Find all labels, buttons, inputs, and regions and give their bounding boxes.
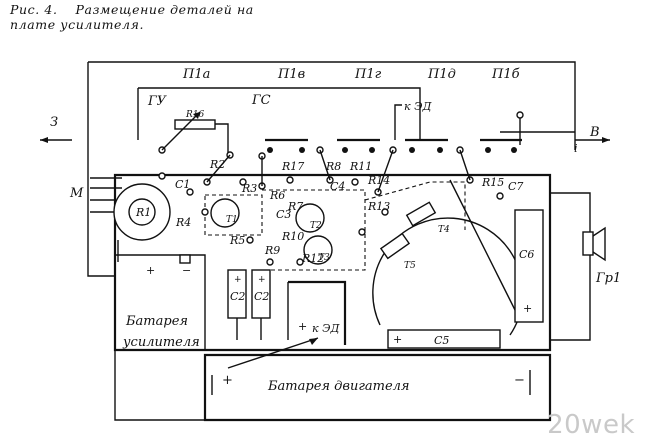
svg-text:+: + <box>258 275 266 285</box>
svg-text:+: + <box>523 302 532 315</box>
motor-minus: − <box>182 264 191 277</box>
figure-number: Рис. 4. <box>10 2 58 17</box>
label-c2a: C2 <box>230 290 245 303</box>
label-t2: T2 <box>310 221 322 231</box>
board-outline <box>113 173 552 352</box>
output-jack: + к ЭД <box>227 280 347 369</box>
battery-amp-line1: Батарея <box>125 314 188 329</box>
switch-label-p1g: П1г <box>354 67 382 82</box>
label-r7: R7 <box>287 200 303 213</box>
top-wiring <box>87 61 576 277</box>
label-c3: C3 <box>276 208 291 221</box>
battery-motor: Батарея двигателя + − <box>114 350 552 422</box>
label-t5: T5 <box>404 261 416 271</box>
arrows <box>40 137 610 143</box>
potentiometer-r16: R16 <box>161 110 229 155</box>
label-r2: R2 <box>209 158 225 171</box>
switch-label-group: П1а П1в П1г П1д П1б <box>182 67 520 82</box>
cap-c5 <box>387 329 501 349</box>
motor-plus: + <box>146 264 155 277</box>
label-gu: ГУ <box>147 94 168 109</box>
capacitors: + + C2 C2 + C5 C6 + <box>227 209 544 349</box>
speaker-gr1 <box>550 192 606 341</box>
motor-m: R1 + − <box>90 177 191 277</box>
label-c6: C6 <box>519 248 534 261</box>
label-i: i <box>574 142 578 155</box>
switch-label-p1b: П1б <box>491 67 520 82</box>
terminal-points <box>158 149 504 266</box>
label-c1: C1 <box>175 178 190 191</box>
battery-motor-label: Батарея двигателя <box>267 379 410 394</box>
label-r17: R17 <box>281 160 304 173</box>
label-m: М <box>69 186 84 201</box>
battery-motor-plus: + <box>222 373 233 388</box>
label-arrow-v: В <box>589 125 600 140</box>
component-labels: C1 R2 R3 R4 R5 R6 R7 R8 R9 R10 R11 R12 R… <box>175 158 523 265</box>
svg-text:+: + <box>298 320 307 333</box>
cap-c6 <box>514 209 544 323</box>
label-t4: T4 <box>438 225 450 235</box>
transistors: T1 T2 T3 <box>204 181 466 271</box>
switch-label-p1a: П1а <box>182 67 210 82</box>
caption-line-1: Рис. 4. Размещение деталей на <box>10 2 330 17</box>
label-r14: R14 <box>367 174 390 187</box>
label-r9: R9 <box>264 244 280 257</box>
label-r3: R3 <box>241 182 257 195</box>
label-r12: R12 <box>301 252 324 265</box>
watermark: 20wek <box>547 410 635 440</box>
battery-motor-minus: − <box>514 373 525 388</box>
label-r11: R11 <box>349 160 372 173</box>
caption-title: Размещение деталей на <box>75 2 254 17</box>
label-r10: R10 <box>281 230 304 243</box>
label-arrow-z: З <box>50 115 58 130</box>
figure-caption: Рис. 4. Размещение деталей на плате усили… <box>10 2 330 32</box>
label-c4: C4 <box>330 180 345 193</box>
battery-amplifier: Батарея усилителя <box>122 314 200 350</box>
label-gr1: Гр1 <box>595 271 621 286</box>
label-t1: T1 <box>226 215 238 225</box>
label-r1: R1 <box>135 206 151 219</box>
label-c2b: C2 <box>254 290 269 303</box>
caption-line-2: плате усилителя. <box>10 17 145 32</box>
output-stage: T4 T5 <box>372 179 524 336</box>
label-ked-bottom: к ЭД <box>312 322 340 335</box>
label-r6: R6 <box>269 189 285 202</box>
switch-contacts <box>158 111 524 154</box>
switch-label-p1v: П1в <box>277 67 305 82</box>
svg-text:+: + <box>393 333 402 346</box>
label-r4: R4 <box>175 216 191 229</box>
label-gs: ГС <box>251 93 271 108</box>
label-r16: R16 <box>185 110 205 120</box>
knob-terminal <box>516 111 524 119</box>
label-c7: C7 <box>508 180 523 193</box>
label-c5: C5 <box>434 334 449 347</box>
label-ked-top: к ЭД <box>404 100 432 113</box>
label-r5: R5 <box>229 234 245 247</box>
battery-amp-line2: усилителя <box>122 335 200 350</box>
label-r15: R15 <box>481 176 504 189</box>
svg-text:+: + <box>234 275 242 285</box>
switch-label-p1d: П1д <box>427 67 456 82</box>
label-t3: T3 <box>318 253 330 263</box>
label-r8: R8 <box>325 160 341 173</box>
